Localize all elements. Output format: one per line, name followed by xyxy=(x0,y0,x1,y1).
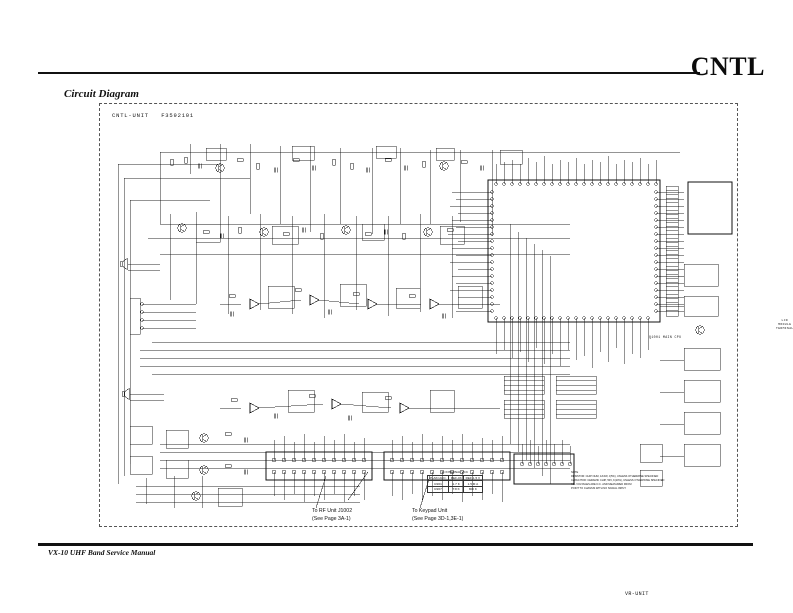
vr-unit-label: VR-UNIT xyxy=(625,591,649,597)
callout-keypad-unit: To Keypad Unit (See Page 3D-1,3E-1) xyxy=(412,508,464,522)
spec-header-cell: REF-1.5 V xyxy=(463,474,483,482)
header-rule xyxy=(38,72,700,74)
spec-table-caption: IC INTERNAL VCC xyxy=(441,470,469,474)
schematic-notes: NOTE RESISTOR: CHIP OHM, 1/16W, J(5%), U… xyxy=(571,471,665,490)
lcd-module-label: LCD MODULE TERMINAL xyxy=(776,319,793,331)
spec-cell: 1.7 K xyxy=(448,480,465,488)
page-header: CNTL Circuit Diagram xyxy=(0,0,793,100)
spec-cell: 800 K xyxy=(463,486,483,493)
spec-table: IC INTERNAL VCC PLAIN ACC. REF-03 REF-1.… xyxy=(426,470,483,493)
callout-rf-unit: To RF Unit J1002 (See Page 3A-1) xyxy=(312,508,353,522)
spec-cell: T.8 K xyxy=(448,486,465,493)
main-cpu-label: Q1001 MAIN CPU xyxy=(649,335,682,339)
table-row: R201 1.7 K 1.5 M A xyxy=(426,480,483,488)
section-label: Circuit Diagram xyxy=(64,88,139,100)
spec-cell: R207 xyxy=(426,486,450,493)
footer-rule xyxy=(38,543,753,546)
spec-cell: 1.5 M A xyxy=(463,480,483,488)
schematic-drawing xyxy=(100,104,737,526)
footer-text: VX-10 UHF Band Service Manual xyxy=(48,548,156,557)
page-title: CNTL xyxy=(690,52,765,81)
circuit-diagram-frame: CNTL-UNIT F3592101 xyxy=(99,103,793,597)
table-header-row: PLAIN ACC. REF-03 REF-1.5 V xyxy=(426,474,483,482)
spec-header-cell: PLAIN ACC. xyxy=(426,474,450,482)
unit-id-label: CNTL-UNIT F3592101 xyxy=(112,112,195,119)
table-row: R207 T.8 K 800 K xyxy=(426,486,483,493)
spec-header-cell: REF-03 xyxy=(448,474,465,482)
spec-cell: R201 xyxy=(426,480,450,488)
